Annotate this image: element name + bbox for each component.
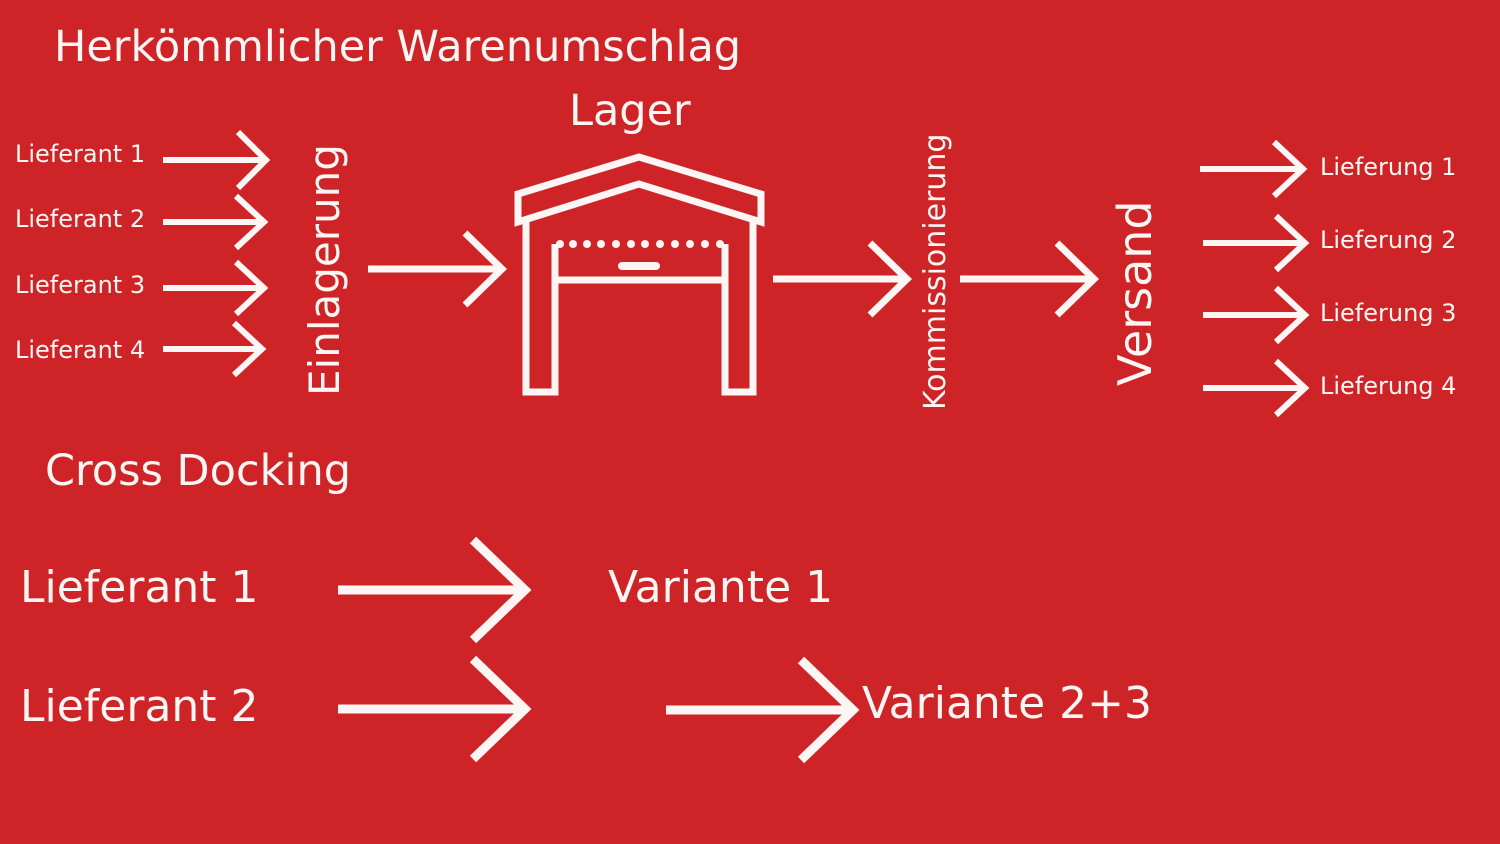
section-title-crossdocking: Cross Docking <box>45 446 351 496</box>
delivery-label-1: Lieferung 1 <box>1320 153 1457 181</box>
delivery-label-3: Lieferung 3 <box>1320 299 1457 327</box>
arrow-to-picking-icon <box>773 240 913 318</box>
delivery-arrow-4-icon <box>1203 358 1310 418</box>
warehouse-label: Lager <box>569 86 691 136</box>
warehouse-door-dots <box>556 240 724 248</box>
cd-supplier-label-2: Lieferant 2 <box>20 681 259 732</box>
cd-arrow-3-icon <box>666 656 860 764</box>
cd-variant-label-1: Variante 1 <box>608 562 834 613</box>
delivery-label-4: Lieferung 4 <box>1320 372 1457 400</box>
cd-arrow-2-icon <box>338 655 532 763</box>
supplier-label-3: Lieferant 3 <box>15 271 146 299</box>
supplier-label-2: Lieferant 2 <box>15 205 146 233</box>
supplier-arrow-2-icon <box>163 193 269 251</box>
supplier-arrow-1-icon <box>163 129 271 191</box>
delivery-arrow-2-icon <box>1203 213 1310 273</box>
supplier-arrow-4-icon <box>163 320 267 378</box>
supplier-label-1: Lieferant 1 <box>15 140 146 168</box>
delivery-arrow-3-icon <box>1203 285 1310 345</box>
warehouse-icon <box>514 153 765 396</box>
supplier-arrow-3-icon <box>163 259 269 317</box>
arrow-to-warehouse-icon <box>368 230 508 308</box>
supplier-label-4: Lieferant 4 <box>15 336 146 364</box>
arrow-to-shipping-icon <box>960 240 1100 318</box>
section-title-traditional: Herkömmlicher Warenumschlag <box>54 22 742 72</box>
delivery-arrow-1-icon <box>1200 139 1308 199</box>
delivery-label-2: Lieferung 2 <box>1320 226 1457 254</box>
cd-supplier-label-1: Lieferant 1 <box>20 562 259 613</box>
cd-arrow-1-icon <box>338 536 532 644</box>
cd-variant-label-2: Variante 2+3 <box>862 678 1152 729</box>
